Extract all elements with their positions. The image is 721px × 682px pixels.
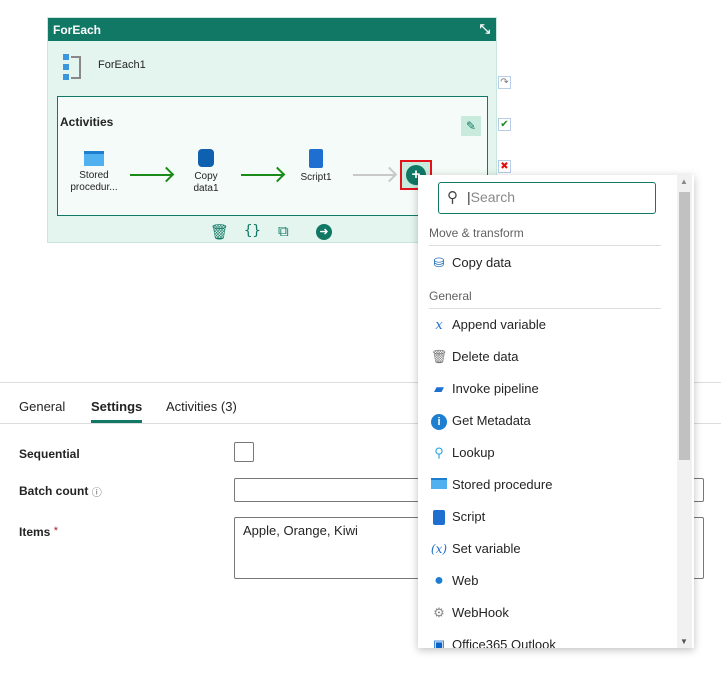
menu-item-get-metadata[interactable]: i Get Metadata bbox=[430, 409, 670, 433]
search-placeholder: Search bbox=[470, 189, 515, 205]
go-arrow-icon[interactable]: ➜ bbox=[316, 224, 332, 240]
menu-item-label: Set variable bbox=[452, 541, 521, 556]
invoke-pipeline-icon: ▰ bbox=[434, 381, 444, 396]
divider bbox=[0, 382, 721, 383]
info-icon[interactable]: ⓘ bbox=[91, 488, 102, 499]
scroll-down-icon[interactable]: ▼ bbox=[680, 637, 688, 646]
globe-icon: ● bbox=[434, 572, 444, 589]
activities-title: Activities bbox=[60, 115, 114, 129]
foreach-title: ForEach bbox=[53, 23, 102, 37]
menu-item-label: Copy data bbox=[452, 255, 512, 270]
connector-arrow bbox=[353, 174, 395, 176]
items-label: Items bbox=[19, 525, 51, 539]
collapse-icon[interactable]: ⤡ bbox=[479, 21, 490, 36]
outlook-icon: ▣ bbox=[432, 637, 446, 648]
set-variable-icon: (x) bbox=[430, 542, 448, 556]
tab-general[interactable]: General bbox=[19, 399, 66, 414]
connector-arrow bbox=[241, 174, 283, 176]
skip-icon[interactable]: ↷ bbox=[498, 76, 511, 89]
code-icon[interactable]: {} bbox=[244, 223, 261, 239]
menu-item-set-variable[interactable]: (x) Set variable bbox=[430, 537, 670, 561]
activity-node-stored-procedure[interactable]: Stored procedur... bbox=[64, 151, 124, 194]
menu-item-delete-data[interactable]: 🗑 Delete data bbox=[430, 345, 670, 369]
required-mark: * bbox=[53, 525, 58, 537]
activity-node-script[interactable]: Script1 bbox=[286, 149, 346, 184]
batch-count-label: Batch count bbox=[19, 484, 89, 498]
scroll-up-icon[interactable]: ▲ bbox=[680, 177, 688, 186]
append-variable-icon: x bbox=[435, 318, 443, 333]
search-input[interactable]: ⚲|Search bbox=[438, 182, 656, 214]
menu-item-label: Delete data bbox=[452, 349, 519, 364]
search-icon: ⚲ bbox=[447, 189, 458, 206]
fail-icon[interactable]: ✖ bbox=[498, 160, 511, 173]
webhook-icon: ⚙ bbox=[433, 605, 445, 620]
group-header-move-transform: Move & transform bbox=[429, 226, 661, 246]
node-label: Stored procedur... bbox=[70, 170, 118, 193]
menu-item-label: Stored procedure bbox=[452, 477, 553, 492]
lookup-icon: ⚲ bbox=[434, 445, 444, 460]
script-icon bbox=[430, 505, 448, 529]
menu-item-label: Append variable bbox=[452, 317, 546, 332]
menu-item-label: Get Metadata bbox=[452, 413, 531, 428]
copy-data-icon: ⛁ bbox=[433, 255, 445, 270]
menu-item-label: Lookup bbox=[452, 445, 495, 460]
menu-item-office365-outlook[interactable]: ▣ Office365 Outlook bbox=[430, 633, 670, 648]
menu-item-webhook[interactable]: ⚙ WebHook bbox=[430, 601, 670, 625]
info-icon: i bbox=[430, 409, 448, 433]
menu-item-invoke-pipeline[interactable]: ▰ Invoke pipeline bbox=[430, 377, 670, 401]
activity-picker-dropdown: ⚲|Search Move & transform ⛁ Copy data Gen… bbox=[418, 175, 694, 648]
menu-item-label: Invoke pipeline bbox=[452, 381, 539, 396]
menu-item-web[interactable]: ● Web bbox=[430, 569, 670, 593]
menu-item-script[interactable]: Script bbox=[430, 505, 670, 529]
menu-item-label: WebHook bbox=[452, 605, 509, 620]
stored-procedure-icon bbox=[84, 151, 104, 166]
edit-button[interactable]: ✎ bbox=[461, 116, 481, 136]
active-tab-indicator bbox=[91, 420, 142, 423]
activity-node-copy-data[interactable]: Copy data1 bbox=[176, 149, 236, 195]
tab-activities[interactable]: Activities (3) bbox=[166, 399, 237, 414]
group-header-general: General bbox=[429, 289, 661, 309]
copy-data-icon bbox=[198, 149, 214, 167]
menu-item-copy-data[interactable]: ⛁ Copy data bbox=[430, 251, 670, 275]
scrollbar[interactable]: ▲ ▼ bbox=[677, 175, 692, 648]
node-label: Copy data1 bbox=[193, 171, 219, 194]
activities-box: Activities ✎ Stored procedur... Copy dat… bbox=[57, 96, 488, 216]
connector-arrow bbox=[130, 174, 172, 176]
menu-item-stored-procedure[interactable]: Stored procedure bbox=[430, 473, 670, 497]
node-label: Script1 bbox=[300, 172, 332, 183]
copy-icon[interactable]: ⧉ bbox=[278, 223, 289, 240]
success-icon[interactable]: ✔ bbox=[498, 118, 511, 131]
menu-item-lookup[interactable]: ⚲ Lookup bbox=[430, 441, 670, 465]
foreach-container[interactable]: ForEach ⤡ ForEach1 Activities ✎ Stored p… bbox=[47, 17, 497, 243]
foreach-name: ForEach1 bbox=[98, 59, 146, 71]
menu-item-label: Script bbox=[452, 509, 486, 524]
script-icon bbox=[309, 149, 323, 168]
trash-icon: 🗑 bbox=[430, 349, 448, 364]
scrollbar-thumb[interactable] bbox=[679, 192, 690, 460]
foreach-icon bbox=[63, 54, 81, 82]
delete-icon[interactable]: 🗑 bbox=[210, 224, 230, 241]
sequential-checkbox[interactable] bbox=[234, 442, 254, 462]
foreach-header: ForEach ⤡ bbox=[48, 18, 496, 41]
menu-item-label: Office365 Outlook bbox=[452, 637, 556, 648]
sequential-label: Sequential bbox=[19, 447, 80, 461]
menu-item-label: Web bbox=[452, 573, 479, 588]
tab-divider bbox=[0, 423, 721, 424]
stored-procedure-icon bbox=[430, 473, 448, 497]
menu-item-append-variable[interactable]: x Append variable bbox=[430, 313, 670, 337]
tab-settings[interactable]: Settings bbox=[91, 399, 143, 414]
